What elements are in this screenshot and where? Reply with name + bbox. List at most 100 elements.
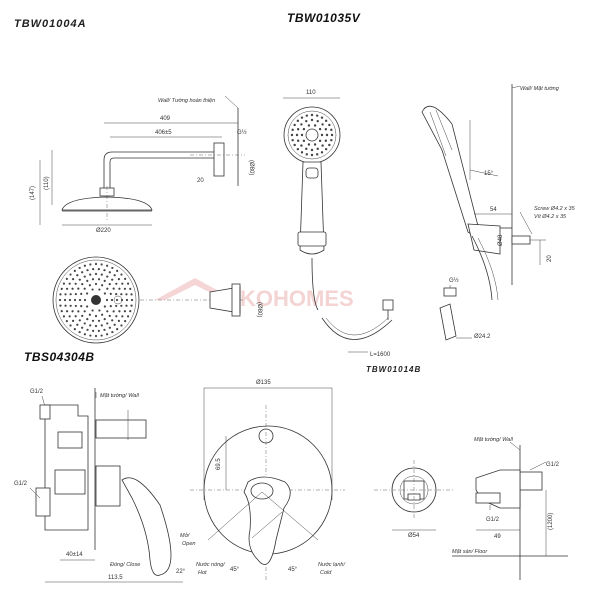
head-dim-406: 406±5 — [155, 130, 172, 136]
nozzle-dot — [300, 133, 304, 137]
nozzle-dot — [106, 322, 109, 325]
nozzle-dot — [97, 319, 101, 322]
hand-screw-en: Screw Ø4.2 x 35 — [534, 206, 576, 212]
nozzle-dot — [80, 305, 83, 308]
nozzle-dot — [115, 298, 119, 302]
nozzle-dot — [313, 124, 317, 127]
nozzle-dot — [307, 124, 311, 127]
nozzle-dot — [310, 148, 314, 152]
nozzle-dot — [86, 292, 89, 295]
nozzle-dot — [112, 287, 115, 290]
hand-dim-len: L=1600 — [370, 352, 391, 358]
nozzle-dot — [83, 322, 86, 325]
valve-angle-45a: 45° — [230, 567, 240, 573]
nozzle-dot — [71, 319, 75, 322]
nozzle-dot — [100, 263, 103, 266]
nozzle-dot — [62, 282, 66, 285]
shower-head-nozzles — [58, 262, 134, 338]
nozzle-dot — [316, 119, 319, 123]
nozzle-dot — [101, 313, 104, 316]
hand-wall-label: Wall/ Mặt tường — [520, 86, 560, 92]
nozzle-dot — [129, 310, 132, 313]
head-dim-110: (110) — [44, 176, 50, 190]
nozzle-dot — [300, 123, 303, 126]
nozzle-dot — [302, 127, 306, 131]
nozzle-dot — [106, 333, 109, 336]
nozzle-dot — [103, 328, 106, 331]
nozzle-dot — [307, 143, 311, 146]
nozzle-dot — [81, 271, 84, 274]
hand-dim-20: 20 — [547, 255, 553, 262]
valve-dim-g1: G1/2 — [30, 389, 44, 395]
nozzle-dot — [118, 287, 121, 290]
nozzle-dot — [68, 298, 72, 302]
nozzle-dot — [130, 304, 133, 307]
nozzle-dot — [68, 282, 71, 285]
nozzle-dot — [81, 314, 84, 317]
hose-connector-view: G½ Ø24.2 — [439, 277, 491, 341]
nozzle-dot — [100, 273, 103, 276]
nozzle-dot — [83, 310, 86, 313]
nozzle-dot — [103, 292, 106, 295]
nozzle-dot — [110, 298, 114, 302]
nozzle-dot — [117, 278, 121, 281]
nozzle-dot — [291, 128, 294, 132]
nozzle-dot — [86, 269, 89, 272]
nozzle-dot — [81, 326, 84, 329]
nozzle-dot — [111, 278, 114, 281]
nozzle-dot — [65, 287, 69, 290]
valve-angle-45b: 45° — [288, 567, 298, 573]
outlet-dim-g2: G1/2 — [486, 517, 500, 523]
nozzle-dot — [86, 305, 89, 308]
model-title-hand: TBW01035V — [287, 11, 361, 25]
nozzle-dot — [71, 287, 74, 290]
nozzle-dot — [109, 292, 112, 295]
nozzle-dot — [121, 282, 124, 285]
nozzle-dot — [78, 319, 81, 322]
nozzle-dot — [120, 324, 123, 327]
nozzle-dot — [111, 266, 114, 270]
nozzle-dot — [108, 271, 111, 274]
nozzle-dot — [86, 279, 89, 282]
nozzle-dot — [86, 328, 89, 331]
nozzle-dot — [293, 123, 296, 127]
outlet-dim-54: Ø54 — [408, 533, 420, 539]
nozzle-dot — [106, 264, 109, 267]
nozzle-dot — [125, 304, 128, 307]
nozzle-dot — [60, 287, 63, 290]
nozzle-dot — [121, 315, 124, 318]
valve-open-vi: Mở/ — [180, 532, 190, 539]
nozzle-dot — [291, 138, 294, 142]
nozzle-dot — [78, 278, 81, 281]
nozzle-dot — [59, 293, 62, 296]
nozzle-dot — [103, 305, 106, 308]
nozzle-dot — [318, 139, 322, 143]
model-title-valve: TBS04304B — [24, 350, 95, 364]
nozzle-dot — [120, 293, 123, 296]
nozzle-dot — [91, 309, 94, 312]
nozzle-dot — [126, 282, 130, 285]
nozzle-dot — [71, 310, 74, 313]
nozzle-dot — [320, 151, 324, 154]
model-title-head: TBW01004A — [14, 18, 87, 30]
nozzle-dot — [81, 283, 84, 286]
valve-dim-1135: 113.5 — [108, 575, 123, 581]
nozzle-dot — [330, 128, 333, 132]
model-title-holder: TBW01014B — [366, 365, 421, 374]
nozzle-dot — [73, 328, 76, 331]
nozzle-dot — [106, 310, 109, 313]
nozzle-dot — [310, 113, 314, 117]
nozzle-dot — [76, 323, 79, 326]
nozzle-dot — [116, 328, 119, 331]
nozzle-dot — [293, 143, 296, 147]
nozzle-dot — [316, 147, 319, 151]
nozzle-dot — [108, 314, 111, 317]
nozzle-dot — [83, 264, 86, 267]
nozzle-dot — [94, 272, 98, 276]
nozzle-dot — [78, 330, 81, 334]
nozzle-dot — [97, 329, 100, 332]
valve-angle-22: 22° — [176, 569, 186, 575]
nozzle-dot — [115, 304, 118, 308]
nozzle-dot — [60, 310, 63, 313]
nozzle-dot — [91, 288, 94, 291]
